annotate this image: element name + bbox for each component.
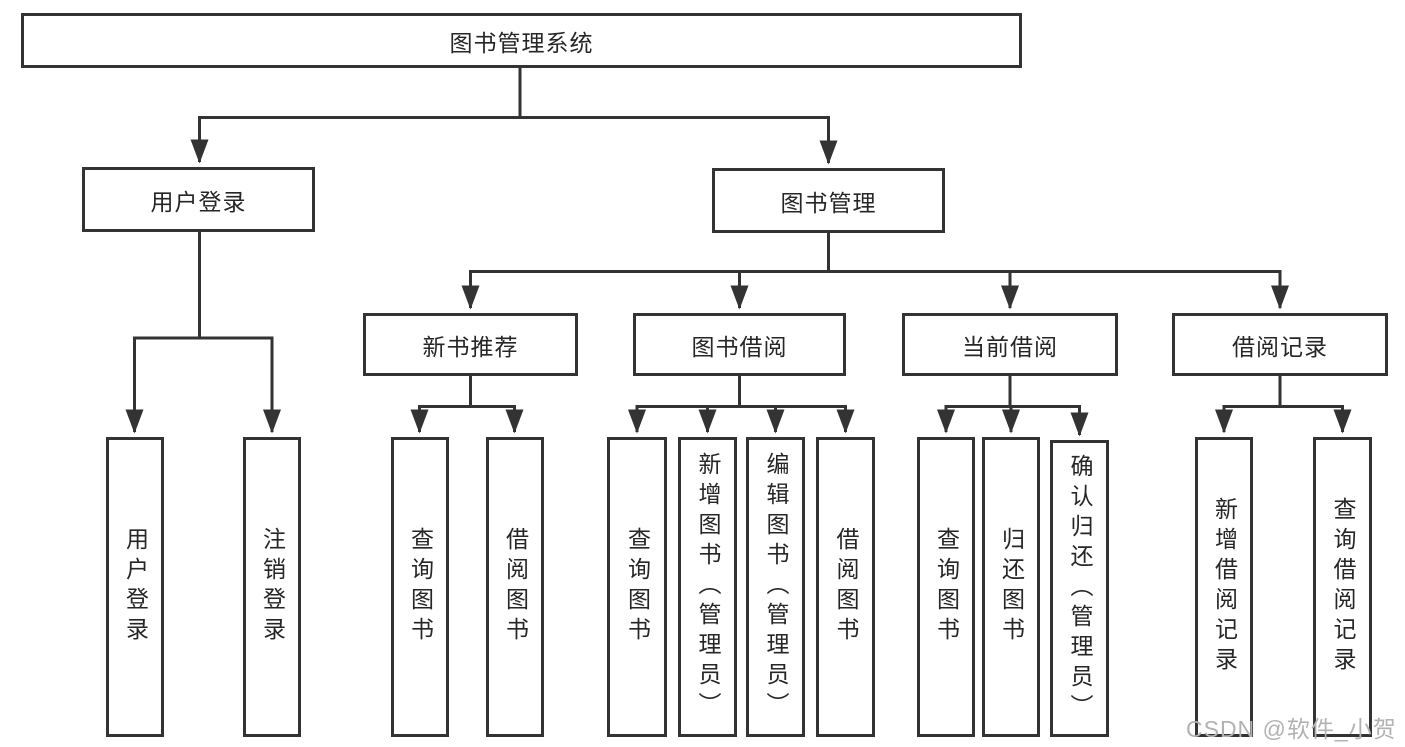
leaf-newbook-query: 查询图书 [391,437,449,737]
leaf-borrow-add-admin: 新增图书（管理员） [678,437,737,737]
node-book-management-label: 图书管理 [780,189,877,216]
node-user-login: 用户登录 [82,167,315,232]
leaf-newbook-borrow: 借阅图书 [486,437,544,737]
node-new-book-recommend-label: 新书推荐 [422,333,519,360]
node-current-borrow: 当前借阅 [902,313,1118,376]
leaf-records-query-label: 查询借阅记录 [1330,497,1356,677]
node-user-login-label: 用户登录 [150,188,247,215]
node-root-label: 图书管理系统 [449,29,594,56]
leaf-logout: 注销登录 [243,437,301,737]
node-borrow-records-label: 借阅记录 [1232,333,1328,360]
leaf-current-return-label: 归还图书 [998,527,1025,647]
csdn-watermark: CSDN @软件_小贺同学 [1186,716,1397,742]
leaf-records-query: 查询借阅记录 [1313,437,1372,737]
node-book-borrow: 图书借阅 [633,313,846,376]
leaf-borrow-borrow: 借阅图书 [816,437,875,737]
leaf-current-query-label: 查询图书 [933,527,960,647]
leaf-borrow-add-admin-label: 新增图书（管理员） [695,452,721,722]
leaf-current-query: 查询图书 [917,437,975,737]
leaf-current-confirm-admin-label: 确认归还（管理员） [1067,453,1093,724]
node-book-management: 图书管理 [712,168,945,233]
node-new-book-recommend: 新书推荐 [363,313,578,376]
leaf-records-add-label: 新增借阅记录 [1211,497,1238,677]
node-borrow-records: 借阅记录 [1172,313,1388,376]
node-root: 图书管理系统 [21,13,1022,68]
leaf-borrow-edit-admin-label: 编辑图书（管理员） [763,452,789,722]
leaf-newbook-borrow-label: 借阅图书 [502,527,529,647]
leaf-borrow-edit-admin: 编辑图书（管理员） [746,437,805,737]
node-current-borrow-label: 当前借阅 [962,333,1058,360]
leaf-current-return: 归还图书 [982,437,1040,737]
node-book-borrow-label: 图书借阅 [691,333,788,360]
leaf-user-login-label: 用户登录 [122,527,149,647]
leaf-borrow-borrow-label: 借阅图书 [833,527,859,647]
leaf-borrow-query: 查询图书 [607,437,667,737]
leaf-logout-label: 注销登录 [259,527,286,647]
leaf-newbook-query-label: 查询图书 [407,527,434,647]
leaf-records-add: 新增借阅记录 [1195,437,1253,737]
leaf-current-confirm-admin: 确认归还（管理员） [1050,440,1109,737]
leaf-borrow-query-label: 查询图书 [624,527,651,647]
leaf-user-login: 用户登录 [106,437,164,737]
